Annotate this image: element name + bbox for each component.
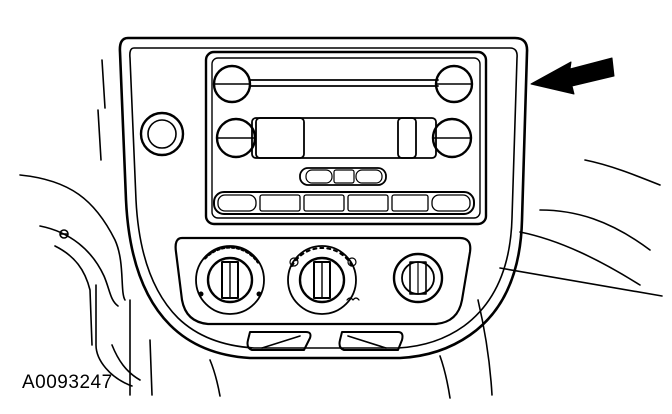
defrost-icon: [346, 297, 360, 301]
lower-vent-right: [338, 331, 404, 351]
small-button-left[interactable]: [305, 169, 333, 184]
upper-left-knob[interactable]: [212, 64, 252, 104]
tune-knob[interactable]: [431, 117, 473, 159]
small-button-center[interactable]: [333, 169, 355, 184]
left-round-vent: [139, 111, 185, 157]
upper-right-knob[interactable]: [434, 64, 474, 104]
preset-button-2[interactable]: [259, 194, 301, 212]
fan-speed-scale: [203, 245, 260, 264]
air-distribution-marks: [291, 247, 353, 267]
trim-bezel: [118, 36, 529, 360]
audio-unit-faceplate: [204, 50, 488, 226]
volume-knob[interactable]: [215, 117, 257, 159]
locator-arrow-icon: [530, 57, 615, 95]
preset-button-4[interactable]: [347, 194, 389, 212]
preset-button-6[interactable]: [431, 194, 471, 212]
face-vent-icon: [289, 257, 299, 267]
preset-button-row: [213, 191, 475, 215]
preset-button-5[interactable]: [391, 194, 429, 212]
small-button-right[interactable]: [355, 169, 383, 184]
floor-vent-icon: [347, 257, 357, 267]
climate-control-panel: [174, 236, 472, 351]
air-distribution-dial[interactable]: [287, 245, 360, 315]
display-window: [255, 117, 417, 159]
screw-icon: [59, 229, 69, 239]
preset-button-1[interactable]: [217, 194, 257, 212]
audio-unit: [204, 50, 488, 226]
figure-reference-id: A0093247: [22, 372, 113, 393]
fan-speed-dial[interactable]: [195, 245, 265, 315]
preset-button-3[interactable]: [303, 194, 345, 212]
lower-vent-left: [246, 331, 312, 351]
dashboard-surround: [19, 59, 663, 399]
temperature-dial[interactable]: [392, 252, 444, 304]
